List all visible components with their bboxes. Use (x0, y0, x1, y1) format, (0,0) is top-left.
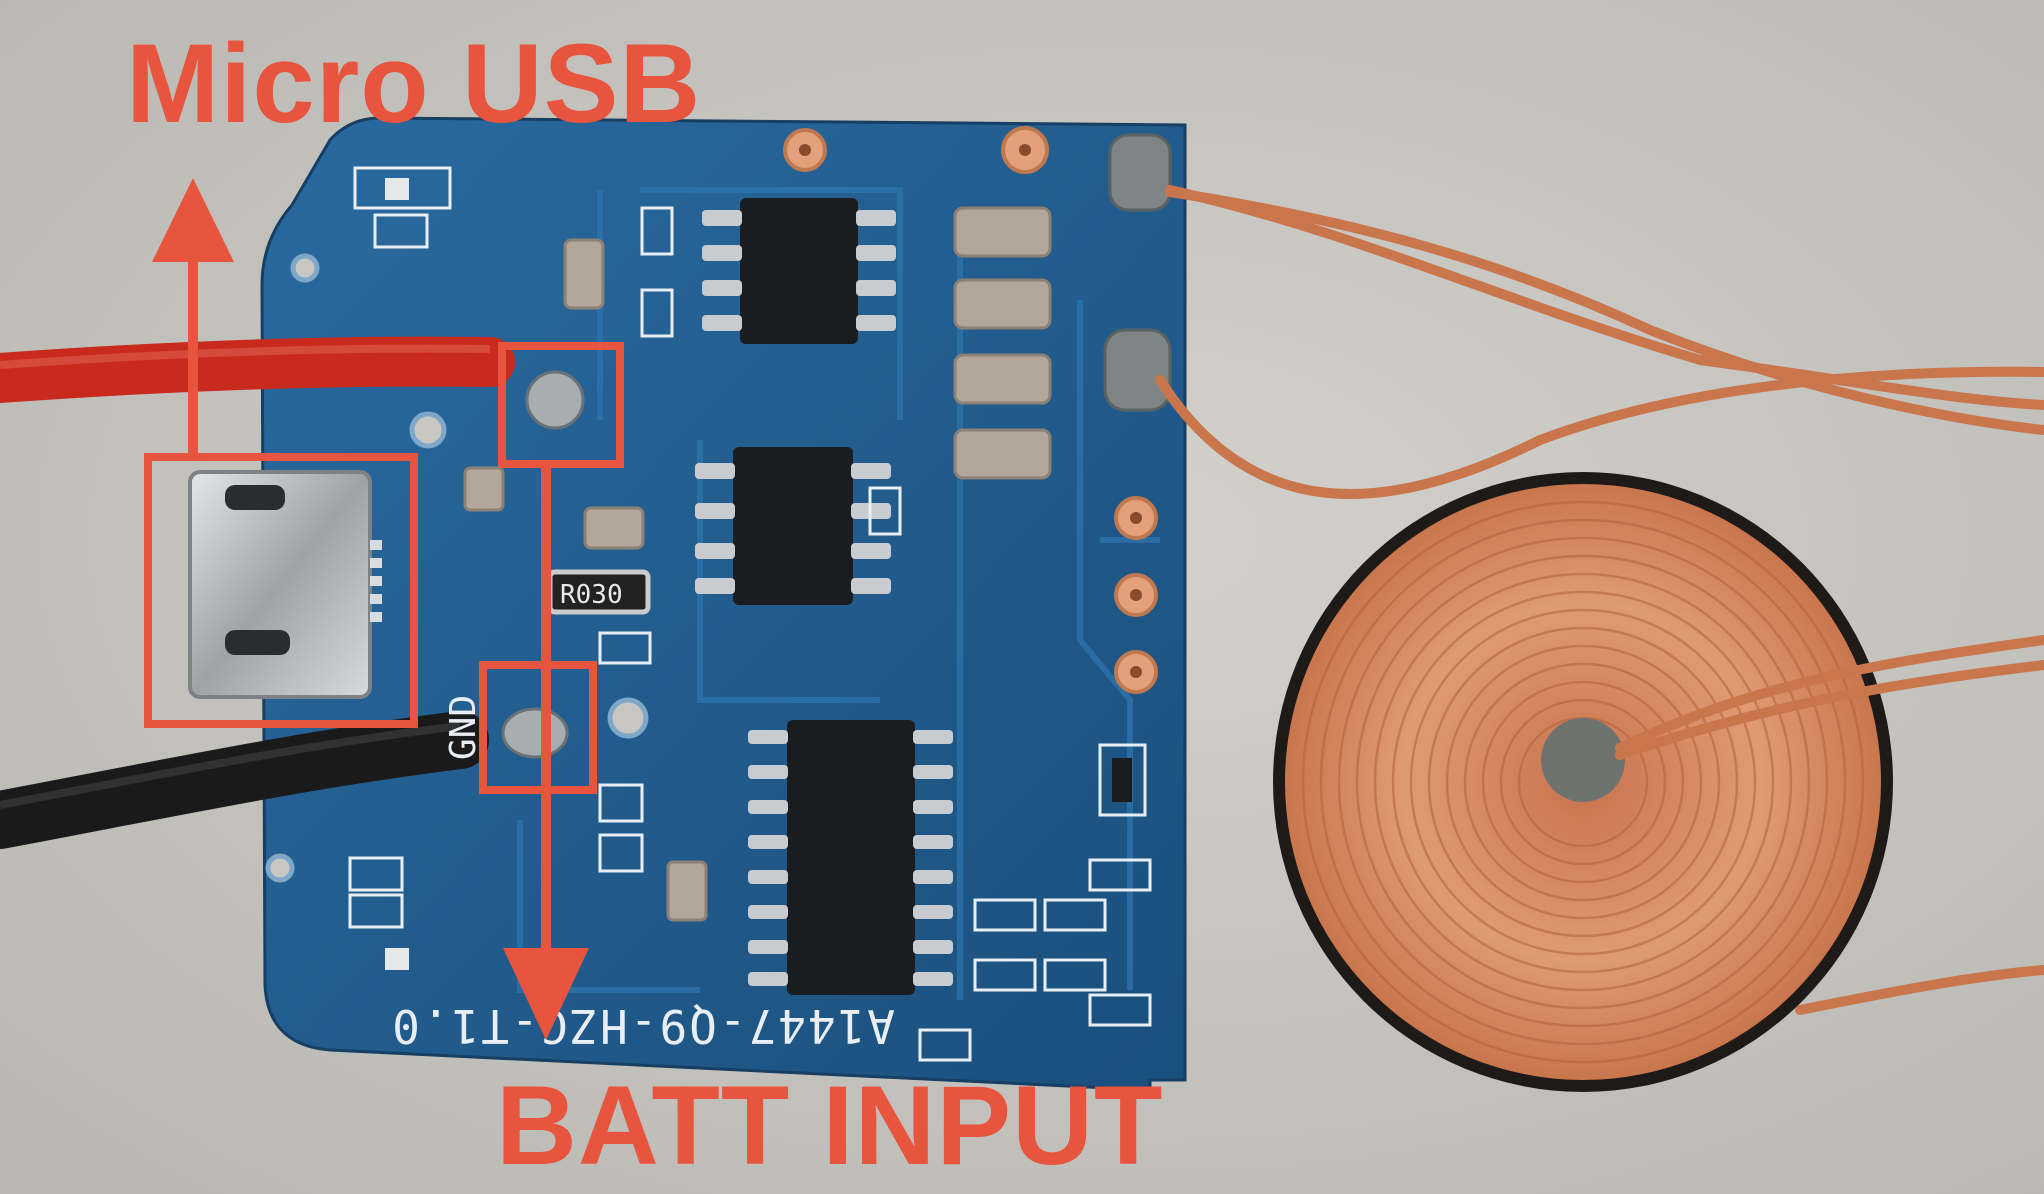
ic-chips (733, 198, 915, 995)
mounting-holes (265, 253, 649, 883)
usb-highlight-box (144, 453, 418, 728)
usb-arrow-head (152, 178, 234, 262)
coil-core (1541, 718, 1625, 802)
smd-footprints (348, 166, 1152, 1062)
gnd-marking: GND (443, 695, 484, 760)
ic-pins (695, 210, 953, 986)
annotation-boxes (144, 342, 624, 794)
coil-leads (1155, 185, 2044, 1015)
pcb-board (260, 116, 1187, 1092)
capacitors (463, 206, 1052, 922)
micro-usb-label: Micro USB (126, 21, 702, 146)
coil-solder-pads (1103, 133, 1172, 412)
red-wire (0, 336, 515, 403)
batt-arrow-head (503, 948, 589, 1040)
batt-input-label: BATT INPUT (496, 1063, 1164, 1188)
copper-coil (1273, 472, 1893, 1092)
black-wire (0, 711, 489, 849)
resistor-marking: R030 (560, 580, 623, 610)
board-silkscreen: A1447-Q9-HZC-T1.0 (390, 999, 895, 1053)
copper-pads (783, 126, 1158, 694)
batt-negative-highlight-box (479, 661, 597, 794)
batt-positive-highlight-box (498, 342, 624, 468)
micro-usb-connector (188, 470, 382, 699)
annotation-arrows (152, 178, 589, 1040)
